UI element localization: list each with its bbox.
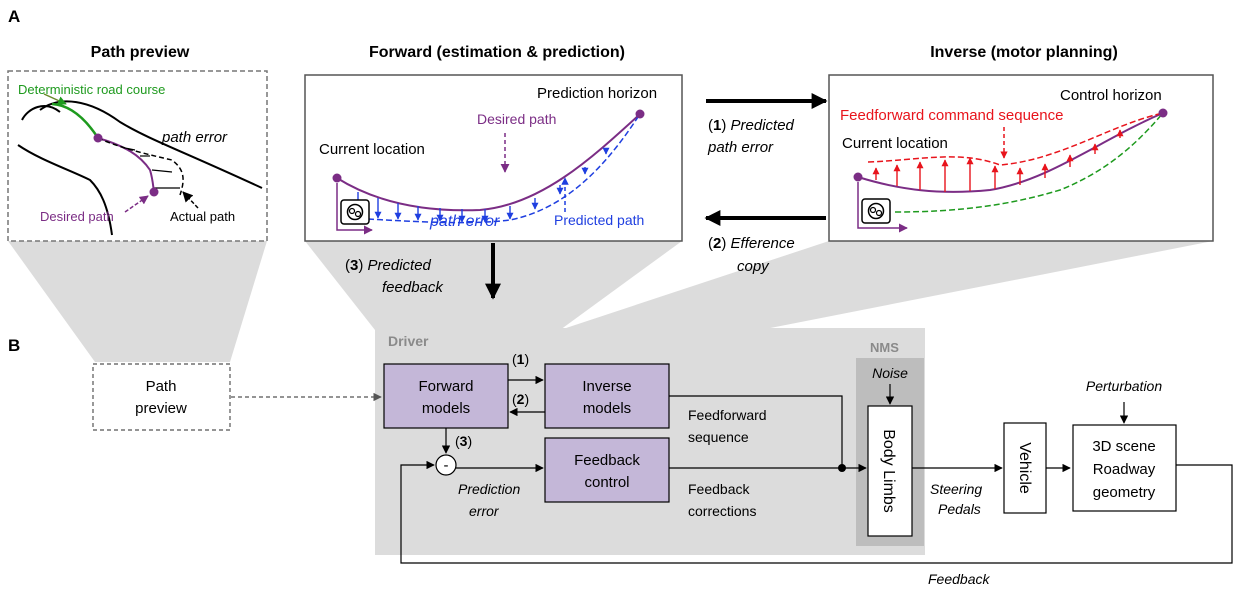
forward-path-error-label: path error — [429, 213, 500, 230]
nms-label: NMS — [870, 340, 899, 355]
path-preview-title: Path preview — [91, 44, 190, 61]
pedals-label: Pedals — [938, 501, 981, 517]
vehicle-block — [1003, 422, 1047, 514]
forward-models-line2: models — [422, 400, 470, 417]
prediction-error-line1: Prediction — [458, 481, 520, 497]
forward-illustration — [332, 109, 645, 235]
preview-desired-path-label: Desired path — [40, 209, 114, 224]
road-course-label: Deterministic road course — [18, 82, 165, 97]
feedback-loop-line — [400, 460, 1233, 564]
scene-line3: geometry — [1093, 484, 1156, 501]
forward-models-block — [383, 363, 509, 429]
inverse-panel-box — [828, 74, 1214, 242]
scene-block — [1072, 424, 1177, 512]
body-limbs-label: Body Limbs — [880, 429, 897, 513]
summing-minus: - — [444, 457, 449, 474]
road-illustration — [17, 93, 263, 236]
panel-a-label: A — [8, 7, 20, 26]
noise-label: Noise — [872, 365, 908, 381]
vehicle-label: Vehicle — [1016, 442, 1033, 494]
driver-label: Driver — [388, 333, 429, 349]
inverse-current-location-label: Current location — [842, 135, 948, 152]
steering-label: Steering — [930, 481, 982, 497]
arrow-2-label-line2: copy — [737, 258, 770, 275]
forward-models-line1: Forward — [418, 378, 473, 395]
preview-actual-path-label: Actual path — [170, 209, 235, 224]
b-arrow-3-num: (3) — [455, 433, 472, 449]
arrow-1-label-line1: (1) Predicted — [708, 117, 795, 134]
inverse-models-line2: models — [583, 400, 631, 417]
arrow-1-label-line2: path error — [707, 139, 774, 156]
arrow-2-label-line1: (2) Efference — [708, 235, 795, 252]
forward-panel-title: Forward (estimation & prediction) — [369, 44, 625, 61]
fb-corrections-line2: corrections — [688, 503, 756, 519]
path-preview-block-line2: preview — [135, 400, 187, 417]
b-arrow-2-num: (2) — [512, 391, 529, 407]
forward-current-location-label: Current location — [319, 141, 425, 158]
predicted-path-label: Predicted path — [554, 212, 644, 228]
inverse-illustration — [853, 108, 1168, 233]
b-arrow-1-num: (1) — [512, 351, 529, 367]
forward-panel-box — [304, 74, 683, 242]
summing-junction — [435, 454, 457, 476]
inverse-models-block — [544, 363, 670, 429]
forward-desired-path-label: Desired path — [477, 111, 556, 127]
panel-b-label: B — [8, 336, 20, 355]
feedforward-command-label: Feedforward command sequence — [840, 107, 1063, 124]
control-horizon-label: Control horizon — [1060, 87, 1162, 104]
feedback-control-line1: Feedback — [574, 452, 640, 469]
path-preview-block — [92, 363, 231, 431]
zoom-wedge-inverse — [560, 241, 1213, 330]
prediction-error-line2: error — [469, 503, 500, 519]
arrow-3-label-line2: feedback — [382, 279, 444, 296]
fb-corrections-line1: Feedback — [688, 481, 750, 497]
preview-path-error-label: path error — [161, 129, 228, 146]
inverse-output-line — [669, 395, 843, 468]
feedback-control-block — [544, 437, 670, 503]
ff-sequence-line1: Feedforward — [688, 407, 767, 423]
path-preview-block-line1: Path — [146, 378, 177, 395]
body-limbs-block — [867, 405, 913, 537]
feedback-control-line2: control — [584, 474, 629, 491]
zoom-wedge-preview — [8, 241, 267, 362]
scene-line2: Roadway — [1093, 461, 1156, 478]
prediction-horizon-label: Prediction horizon — [537, 85, 657, 102]
scene-line1: 3D scene — [1092, 438, 1155, 455]
arrow-3-label-line1: (3) Predicted — [345, 257, 432, 274]
inverse-models-line1: Inverse — [582, 378, 631, 395]
feedback-loop-label: Feedback — [928, 571, 990, 587]
perturbation-label: Perturbation — [1086, 378, 1162, 394]
inverse-panel-title: Inverse (motor planning) — [930, 44, 1118, 61]
ff-sequence-line2: sequence — [688, 429, 749, 445]
